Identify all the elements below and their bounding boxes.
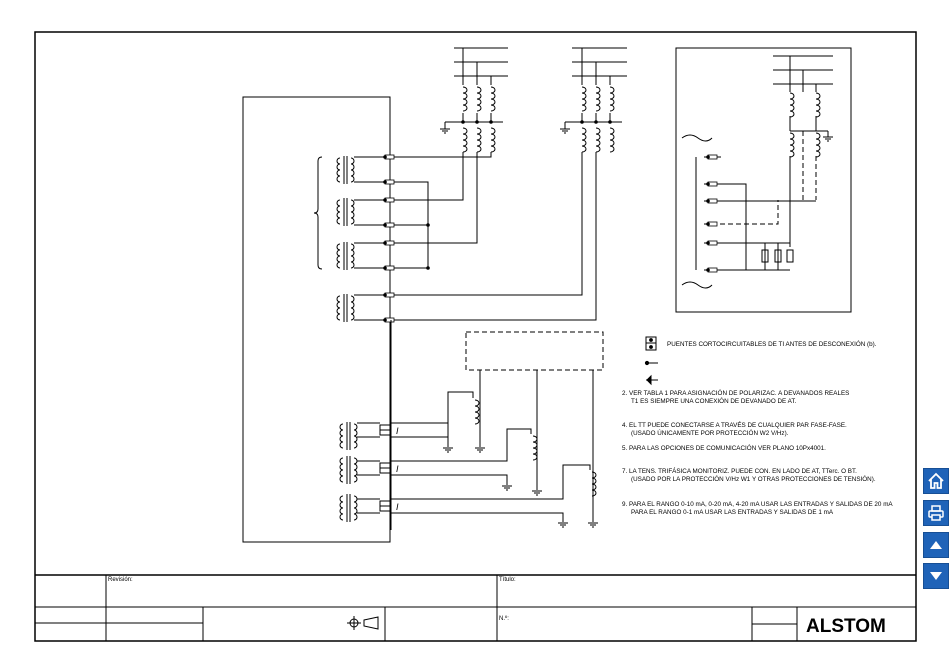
scroll-up-button[interactable]	[923, 532, 949, 558]
current-symbol-2: I	[396, 464, 399, 474]
note-9-line2: PARA EL RANGO 0-1 mA USAR LAS ENTRADAS Y…	[631, 509, 834, 516]
home-button[interactable]	[923, 468, 949, 494]
relay-terminals	[382, 154, 395, 323]
revision-label: Revisión:	[108, 577, 133, 583]
legend-bridge-icon	[645, 336, 657, 351]
legend-plug-icon	[646, 374, 658, 386]
note-7-line2: (USADO POR LA PROTECCIÓN V/Hz W1 Y OTRAS…	[631, 474, 876, 483]
ct-set-hv	[462, 127, 496, 153]
title-block	[35, 574, 916, 641]
scroll-down-button[interactable]	[923, 563, 949, 589]
print-icon	[928, 505, 944, 521]
note-9-line1: 9. PARA EL RANGO 0-10 mA, 0-20 mA, 4-20 …	[622, 501, 893, 508]
arrow-up-icon	[930, 541, 942, 549]
note-2-line1: 2. VER TABLA 1 PARA ASIGNACIÓN DE POLARI…	[622, 388, 849, 397]
current-symbol-3: I	[396, 502, 399, 512]
title-label: Título:	[499, 577, 516, 583]
busbar-hv	[445, 47, 508, 123]
junction-dots	[426, 120, 612, 270]
projection-symbol-icon	[347, 616, 379, 630]
arrow-down-icon	[930, 572, 942, 580]
transducer-inputs	[339, 421, 392, 523]
note-4-line1: 4. EL TT PUEDE CONECTARSE A TRAVÉS DE CU…	[622, 420, 847, 429]
vt-inset-box	[675, 47, 852, 313]
note-7-line1: 7. LA TENS. TRIFÁSICA MONITORIZ. PUEDE C…	[622, 466, 857, 475]
transducer-wiring	[391, 370, 594, 522]
vt-inset-wiring	[681, 55, 833, 289]
note-4-line2: (USADO ÚNICAMENTE POR PROTECCIÓN W2 V/Hz…	[631, 428, 789, 437]
relay-ct-inputs	[313, 155, 355, 323]
drawing-frame	[34, 31, 917, 642]
home-icon	[928, 472, 944, 489]
print-button[interactable]	[923, 500, 949, 526]
note-5-line1: 5. PARA LAS OPCIONES DE COMUNICACIÓN VER…	[622, 443, 826, 452]
vt-inset-terminals	[705, 154, 718, 273]
legend-bridge-text: PUENTES CORTOCIRCUITABLES DE TI ANTES DE…	[667, 339, 877, 348]
company-logo: ALSTOM	[806, 616, 886, 637]
ct-set-lv	[581, 127, 615, 153]
notes-block: 2. VER TABLA 1 PARA ASIGNACIÓN DE POLARI…	[622, 388, 893, 516]
note-2-line2: T1 ES SIEMPRE UNA CONEXIÓN DE DEVANADO D…	[631, 396, 797, 405]
transducer-box	[465, 331, 604, 371]
number-label: N.º:	[499, 615, 509, 622]
busbar-lv	[565, 47, 627, 123]
legend-terminal-icon	[644, 360, 658, 366]
current-symbol-1: I	[396, 426, 399, 436]
